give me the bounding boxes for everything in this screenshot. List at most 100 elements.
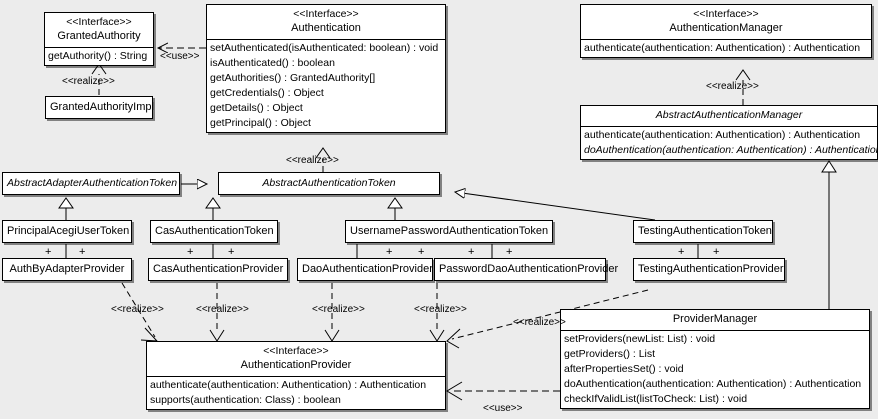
class-header: PasswordDaoAuthenticationProvider [435,259,619,280]
operations-compartment: authenticate(authentication: Authenticat… [147,376,445,409]
label-realize-dao-provider: <<realize>> [312,304,365,315]
class-header: AuthByAdapterProvider [3,259,131,280]
class-name: TestingAuthenticationProvider [638,263,784,275]
class-cas-authentication-token[interactable]: CasAuthenticationToken [150,220,278,243]
line-testingtoken-extends-abstracttoken [455,192,656,221]
assoc-marker-plus: + [79,246,86,258]
operation: checkIfValidList(listToCheck: List) : vo… [564,393,748,405]
class-header: <<Interface>> AuthenticationManager [581,5,871,39]
stereotype-label: <<Interface>> [693,8,759,20]
assoc-marker-plus: + [713,246,720,258]
operation: getCredentials() : Object [210,87,324,99]
label-realize-abstract-authentication-token: <<realize>> [286,155,339,166]
class-name: ProviderManager [672,313,758,325]
line-providermanager-extends-abstractauthenticationmanager [821,160,837,309]
operation: setAuthenticated(isAuthenticated: boolea… [210,42,439,54]
class-header: CasAuthenticationToken [151,221,277,242]
class-name: DaoAuthenticationProvider [302,263,433,275]
class-name: AbstractAdapterAuthenticationToken [7,177,178,189]
class-name: CasAuthenticationProvider [153,263,284,275]
class-name: AbstractAuthenticationToken [262,177,396,189]
operation: getAuthorities() : GrantedAuthority[] [210,72,376,84]
class-header: GrantedAuthorityImpl [46,97,154,118]
class-cas-authentication-provider[interactable]: CasAuthenticationProvider [148,258,288,281]
class-name: AuthenticationManager [669,22,783,34]
class-name: GrantedAuthority [57,30,141,42]
operations-compartment: getAuthority() : String [45,47,153,65]
class-auth-by-adapter-provider[interactable]: AuthByAdapterProvider [2,258,132,281]
assoc-marker-plus: + [418,246,425,258]
class-authentication[interactable]: <<Interface>> Authentication setAuthenti… [206,4,446,133]
line-usernamepasswordtoken-extends-abstracttoken [387,197,403,220]
assoc-marker-plus: + [228,246,235,258]
operation: authenticate(authentication: Authenticat… [584,129,861,141]
operation: getPrincipal() : Object [210,117,311,129]
operation: doAuthentication(authentication: Authent… [564,378,862,390]
operations-compartment: setProviders(newList: List) : void getPr… [561,330,869,408]
class-header: AbstractAuthenticationManager [581,106,877,126]
line-castoken-extends-abstracttoken [205,197,221,220]
class-dao-authentication-provider[interactable]: DaoAuthenticationProvider [297,258,433,281]
label-realize-auth-by-adapter-provider: <<realize>> [111,304,164,315]
class-name: PrincipalAcegiUserToken [7,225,130,237]
line-providermanager-uses-authenticationprovider [446,381,560,401]
class-provider-manager[interactable]: ProviderManager setProviders(newList: Li… [560,309,870,409]
class-password-dao-authentication-provider[interactable]: PasswordDaoAuthenticationProvider [434,258,619,281]
class-header: TestingAuthenticationToken [634,221,772,242]
label-realize-password-dao-provider: <<realize>> [414,304,467,315]
class-username-password-authentication-token[interactable]: UsernamePasswordAuthenticationToken [345,220,553,243]
label-realize-granted-authority-impl: <<realize>> [62,76,115,87]
class-abstract-authentication-token[interactable]: AbstractAuthenticationToken [218,172,440,195]
class-name: Authentication [291,22,361,34]
class-name: AbstractAuthenticationManager [655,109,803,121]
assoc-marker-plus: + [386,246,393,258]
class-abstract-adapter-authentication-token[interactable]: AbstractAdapterAuthenticationToken [2,172,180,195]
class-name: PasswordDaoAuthenticationProvider [439,263,619,275]
class-header: ProviderManager [561,310,869,330]
operations-compartment: authenticate(authentication: Authenticat… [581,126,877,159]
operations-compartment: authenticate(authentication: Authenticat… [581,39,871,57]
assoc-marker-plus: + [678,246,685,258]
class-name: AuthenticationProvider [240,359,352,371]
operation: authenticate(authentication: Authenticat… [584,42,861,54]
class-testing-authentication-token[interactable]: TestingAuthenticationToken [633,220,773,243]
class-header: TestingAuthenticationProvider [634,259,784,280]
label-use-provider-manager: <<use>> [483,403,523,414]
stereotype-label: <<Interface>> [293,8,359,20]
class-header: UsernamePasswordAuthenticationToken [346,221,552,242]
class-principal-acegi-user-token[interactable]: PrincipalAcegiUserToken [2,220,132,243]
class-header: DaoAuthenticationProvider [298,259,433,280]
operation: getDetails() : Object [210,102,303,114]
class-testing-authentication-provider[interactable]: TestingAuthenticationProvider [633,258,785,281]
class-name: AuthByAdapterProvider [9,263,125,275]
operation: authenticate(authentication: Authenticat… [150,379,427,391]
class-abstract-authentication-manager[interactable]: AbstractAuthenticationManager authentica… [580,105,878,160]
class-authentication-manager[interactable]: <<Interface>> AuthenticationManager auth… [580,4,872,58]
class-header: <<Interface>> Authentication [207,5,445,39]
class-name: UsernamePasswordAuthenticationToken [350,225,549,237]
class-name: TestingAuthenticationToken [638,225,772,237]
class-header: CasAuthenticationProvider [149,259,287,280]
operation: doAuthentication(authentication: Authent… [584,144,877,156]
operation: afterPropertiesSet() : void [564,363,684,375]
label-realize-cas-provider: <<realize>> [196,304,249,315]
class-header: <<Interface>> GrantedAuthority [45,13,153,47]
class-header: <<Interface>> AuthenticationProvider [147,342,445,376]
operation: isAuthenticated() : boolean [210,57,335,69]
class-granted-authority[interactable]: <<Interface>> GrantedAuthority getAuthor… [44,12,154,66]
operation: getAuthority() : String [48,50,148,62]
class-name: CasAuthenticationToken [155,225,274,237]
operation: supports(authentication: Class) : boolea… [150,394,341,406]
line-principalacegitoken-extends-abstractadaptertoken [58,197,74,220]
assoc-marker-plus: + [45,246,52,258]
class-header: PrincipalAcegiUserToken [3,221,131,242]
class-granted-authority-impl[interactable]: GrantedAuthorityImpl [45,96,154,119]
class-name: GrantedAuthorityImpl [50,101,154,113]
class-authentication-provider[interactable]: <<Interface>> AuthenticationProvider aut… [146,341,446,410]
label-use-granted-authority: <<use>> [160,51,200,62]
stereotype-label: <<Interface>> [66,16,132,28]
assoc-marker-plus: + [187,246,194,258]
operation: setProviders(newList: List) : void [564,333,716,345]
assoc-marker-plus: + [468,246,475,258]
